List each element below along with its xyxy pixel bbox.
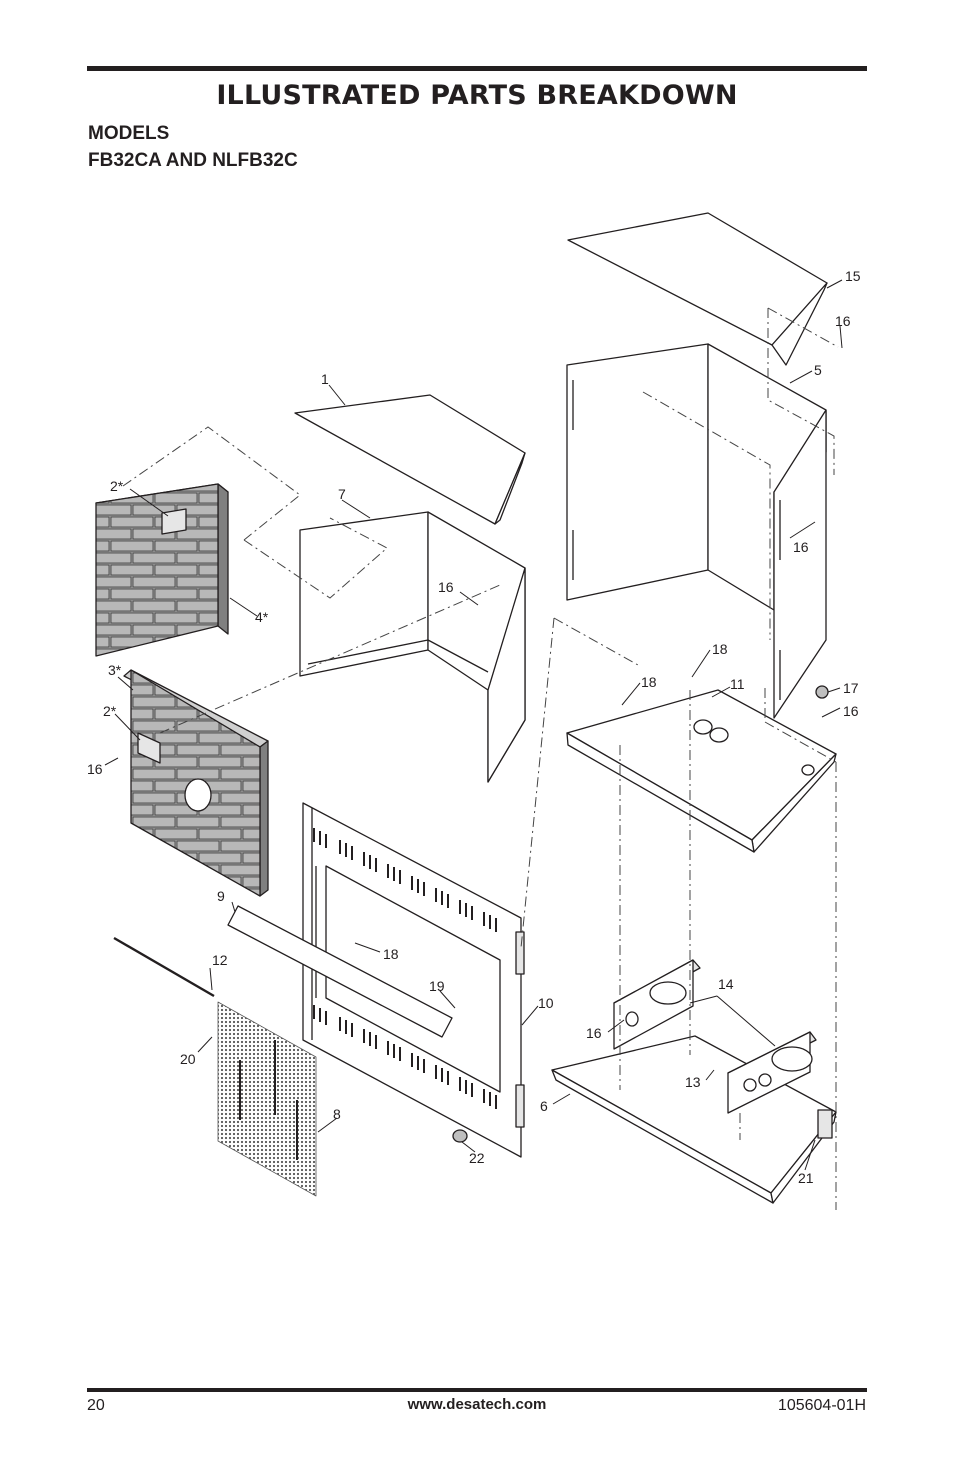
callout-4: 4*	[255, 609, 269, 625]
callout-21: 21	[798, 1170, 814, 1186]
callout-16c: 16	[793, 539, 809, 555]
switch-part-21	[817, 1109, 833, 1139]
valve-bracket-part-14	[613, 959, 817, 1114]
rod-part-12	[113, 936, 215, 998]
knob-part-22	[452, 1129, 468, 1143]
mesh-curtain-part-8	[217, 1001, 317, 1197]
callout-13: 13	[685, 1074, 701, 1090]
callout-16a: 16	[87, 761, 103, 777]
model-numbers: FB32CA AND NLFB32C	[88, 150, 298, 171]
firebox-top-part-1	[294, 394, 526, 525]
callout-15: 15	[845, 268, 861, 284]
inner-firebox-part-7	[299, 511, 526, 783]
assembly-dash-lines	[122, 307, 839, 1210]
callout-9: 9	[217, 888, 225, 904]
knob-part-17	[815, 685, 829, 699]
callout-18a: 18	[712, 641, 728, 657]
callout-14: 14	[718, 976, 734, 992]
side-brick-panel-part-3	[123, 669, 269, 897]
callout-8: 8	[333, 1106, 341, 1122]
callout-16d: 16	[835, 313, 851, 329]
leader-lines	[104, 279, 843, 1171]
callout-20: 20	[180, 1051, 196, 1067]
website-link[interactable]: www.desatech.com	[407, 1396, 547, 1413]
callout-10: 10	[538, 995, 554, 1011]
callout-19: 19	[429, 978, 445, 994]
document-number: 105604-01H	[777, 1397, 866, 1414]
callout-5: 5	[814, 362, 822, 378]
top-panel-part-15	[567, 212, 828, 366]
callout-16f: 16	[586, 1025, 602, 1041]
callout-1: 1	[321, 371, 329, 387]
front-frame-part-10	[302, 802, 525, 1158]
page-title: ILLUSTRATED PARTS BREAKDOWN	[216, 80, 738, 111]
header-rule	[87, 66, 867, 71]
callout-22: 22	[469, 1150, 485, 1166]
bracket-part-2	[137, 508, 187, 764]
models-heading: MODELS FB32CA AND NLFB32C	[88, 120, 298, 174]
callout-7: 7	[338, 486, 346, 502]
outer-casing-part-5	[566, 343, 827, 719]
exploded-parts-diagram: 1 7 2* 4* 3* 2* 16 16 16 5 15 16 18 18 1…	[87, 212, 861, 1210]
models-label: MODELS	[88, 123, 170, 144]
callout-11: 11	[730, 676, 745, 692]
callout-labels: 1 7 2* 4* 3* 2* 16 16 16 5 15 16 18 18 1…	[87, 268, 861, 1186]
callout-2b: 2*	[103, 703, 117, 719]
rear-brick-panel-part-4	[95, 483, 229, 657]
callout-17: 17	[843, 680, 859, 696]
shelf-panel-part-11	[566, 689, 837, 853]
callout-2a: 2*	[110, 478, 124, 494]
callout-6: 6	[540, 1098, 548, 1114]
footer-rule	[87, 1388, 867, 1392]
callout-12: 12	[212, 952, 228, 968]
louver-vents	[313, 828, 497, 1109]
callout-16e: 16	[843, 703, 859, 719]
callout-3: 3*	[108, 662, 122, 678]
callout-18c: 18	[383, 946, 399, 962]
page-number: 20	[87, 1397, 105, 1414]
callout-18b: 18	[641, 674, 657, 690]
deflector-part-9	[227, 905, 453, 1038]
callout-16b: 16	[438, 579, 454, 595]
